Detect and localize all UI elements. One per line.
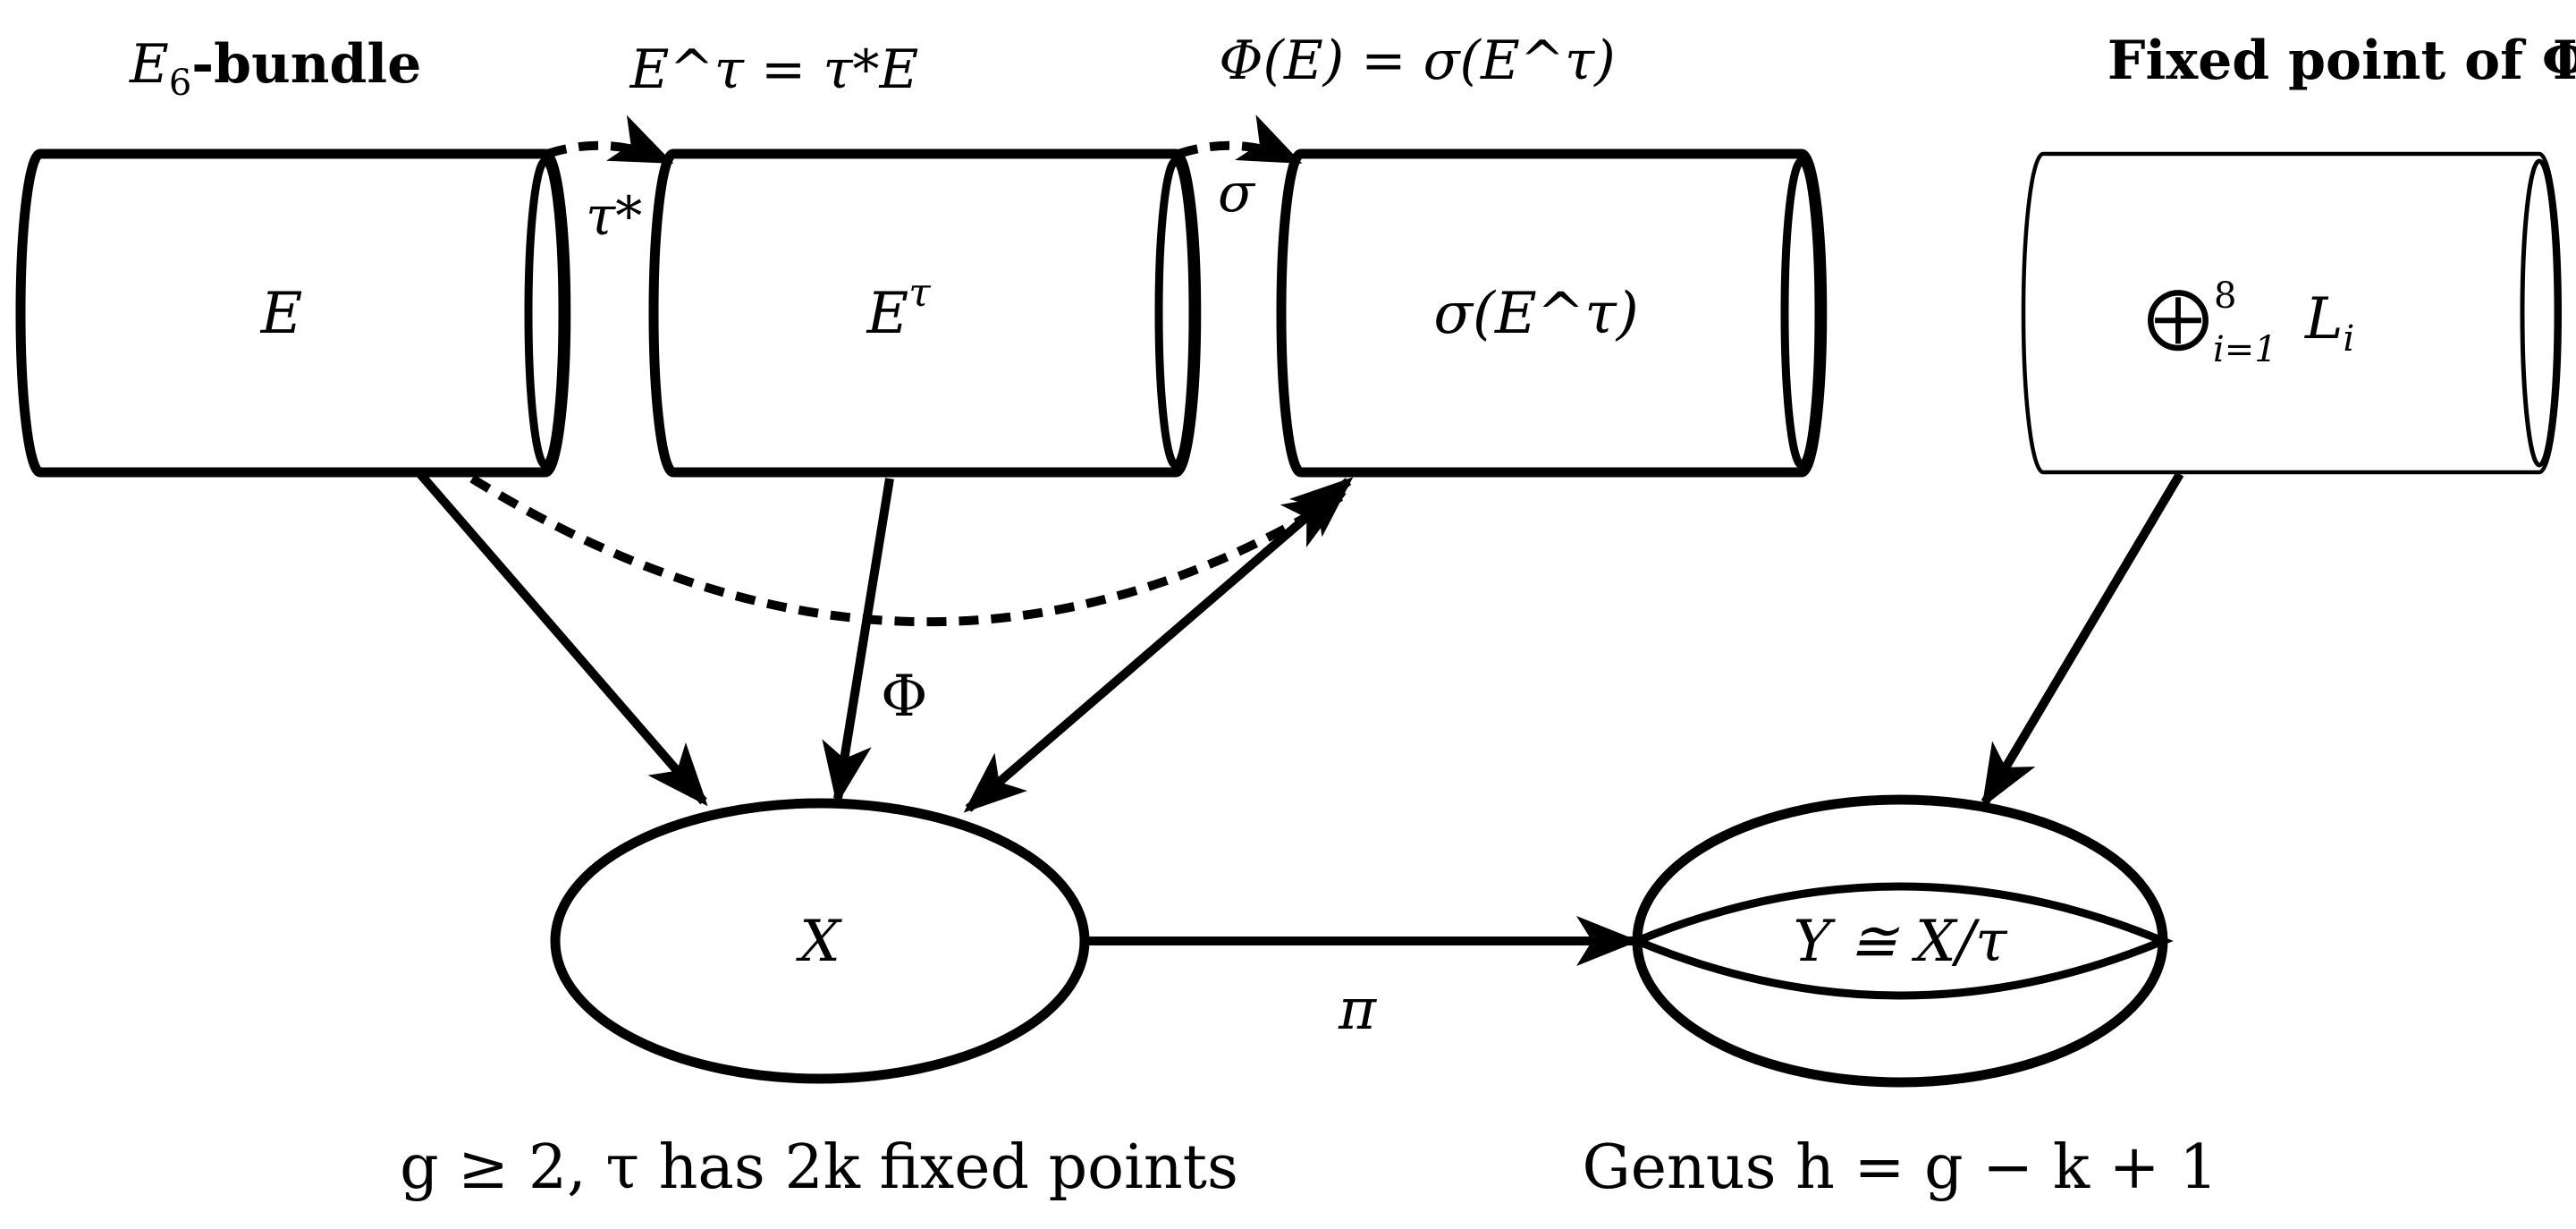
cylinder-sigma-e-tau: σ(E^τ) [1276, 148, 1828, 478]
direct-sum-index: i=1 [2213, 329, 2277, 370]
label-phi: Φ [881, 664, 927, 730]
arrow-sigma-x-double [963, 477, 1354, 813]
header-phi-definition: Φ(E) = σ(E^τ) [1219, 30, 1615, 92]
caption-right: Genus h = g − k + 1 [1582, 1132, 2217, 1203]
direct-sum-term: Li [2304, 286, 2354, 360]
node-e-label: E [260, 281, 303, 347]
node-x-label: X [795, 909, 842, 975]
arrow-e-tau-to-x [822, 478, 894, 805]
node-e-tau-label: Eτ [866, 270, 931, 347]
node-y-label: Y ≅ X/τ [1793, 909, 2008, 975]
curve-x: X [550, 798, 1090, 1084]
header-pullback: E^τ = τ*E [629, 38, 919, 101]
arrow-tau-star [545, 114, 674, 165]
cylinder-e: E [15, 148, 571, 478]
curve-y: Y ≅ X/τ [1626, 794, 2174, 1088]
arrow-sigma [1177, 114, 1303, 165]
header-fixed-point: Fixed point of Φ [2107, 30, 2576, 92]
label-sigma-map: σ [1218, 162, 1256, 225]
arrow-e-to-x [417, 470, 708, 807]
arrow-fixed-to-y [1981, 471, 2184, 809]
label-tau-star: τ* [586, 185, 642, 248]
node-direct-sum-label: ⨁8 [2146, 275, 2236, 353]
header-bundle: E6-bundle [129, 33, 421, 104]
label-pi: π [1338, 977, 1377, 1043]
cylinder-fixed-point: ⨁8 i=1 Li [2021, 151, 2563, 475]
caption-left: g ≥ 2, τ has 2k fixed points [400, 1132, 1238, 1203]
node-sigma-label: σ(E^τ) [1433, 281, 1638, 347]
cylinder-e-tau: Eτ [648, 148, 1202, 478]
